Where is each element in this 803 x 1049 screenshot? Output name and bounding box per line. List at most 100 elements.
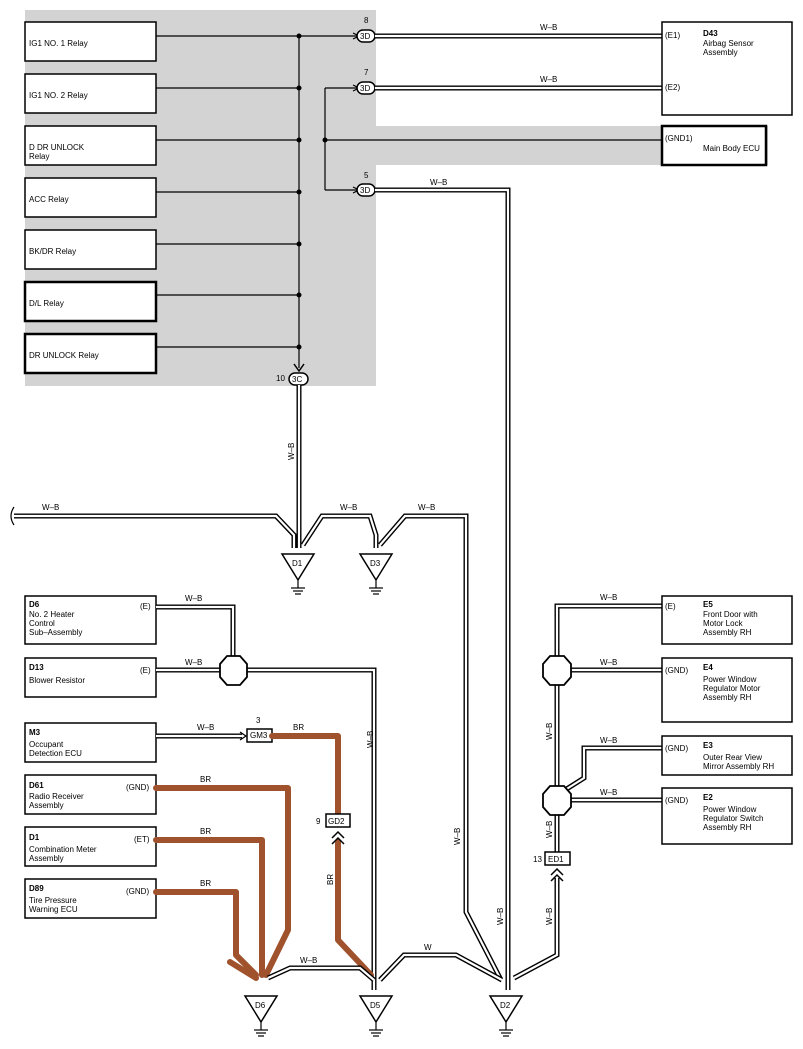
- wire-d3-right: W–B W–B: [378, 503, 503, 980]
- wire-brown-set: BR BR BR BR BR: [153, 723, 374, 981]
- svg-text:Power Window: Power Window: [703, 675, 757, 684]
- svg-text:8: 8: [364, 16, 369, 25]
- svg-text:(E1): (E1): [665, 31, 680, 40]
- svg-text:(GND): (GND): [665, 796, 688, 805]
- svg-text:(GND): (GND): [665, 744, 688, 753]
- svg-text:DR UNLOCK Relay: DR UNLOCK Relay: [29, 351, 99, 360]
- svg-text:Outer Rear View: Outer Rear View: [703, 753, 762, 762]
- wire-right-e4: W–B: [571, 658, 662, 673]
- ground-d3: D3: [358, 553, 394, 595]
- svg-text:(E2): (E2): [665, 83, 680, 92]
- svg-text:Assembly: Assembly: [29, 854, 64, 863]
- ground-d2: D2: [488, 995, 524, 1037]
- svg-text:Front Door with: Front Door with: [703, 610, 758, 619]
- svg-text:Power Window: Power Window: [703, 805, 757, 814]
- svg-text:E3: E3: [703, 741, 713, 750]
- svg-text:Assembly RH: Assembly RH: [703, 823, 752, 832]
- wire-d6-splice: W–B: [156, 594, 236, 662]
- svg-text:Detection ECU: Detection ECU: [29, 749, 82, 758]
- svg-text:Airbag Sensor: Airbag Sensor: [703, 39, 754, 48]
- svg-text:(E): (E): [665, 602, 676, 611]
- svg-text:D43: D43: [703, 29, 718, 38]
- svg-text:13: 13: [533, 855, 542, 864]
- svg-text:W–B: W–B: [540, 75, 557, 84]
- svg-text:W–B: W–B: [600, 788, 617, 797]
- svg-text:D1: D1: [29, 833, 40, 842]
- svg-text:D3: D3: [370, 559, 381, 568]
- svg-text:Sub–Assembly: Sub–Assembly: [29, 628, 82, 637]
- component-d89: D89 Tire Pressure Warning ECU (GND): [24, 878, 157, 919]
- wire-3d8-d43: W–B: [375, 23, 662, 39]
- wire-m3-gm3: W–B: [156, 723, 248, 741]
- relay-bk-dr: BK/DR Relay: [24, 229, 157, 270]
- svg-text:W–B: W–B: [540, 23, 557, 32]
- svg-text:W–B: W–B: [185, 658, 202, 667]
- svg-text:W–B: W–B: [418, 503, 435, 512]
- component-e3: (GND) E3 Outer Rear View Mirror Assembly…: [661, 735, 793, 776]
- svg-text:W–B: W–B: [185, 594, 202, 603]
- svg-text:ED1: ED1: [548, 855, 564, 864]
- svg-text:3: 3: [256, 716, 261, 725]
- svg-text:D6: D6: [29, 600, 40, 609]
- svg-text:BK/DR Relay: BK/DR Relay: [29, 247, 76, 256]
- svg-text:W: W: [424, 943, 432, 952]
- svg-text:Mirror Assembly RH: Mirror Assembly RH: [703, 762, 774, 771]
- wire-ed1-d2: W–B: [512, 878, 560, 981]
- connector-3d-5: 5 3D: [356, 171, 376, 197]
- svg-text:10: 10: [276, 374, 285, 383]
- svg-text:Regulator Switch: Regulator Switch: [703, 814, 763, 823]
- svg-text:Warning ECU: Warning ECU: [29, 905, 78, 914]
- splice-right-lower: [542, 785, 572, 816]
- svg-text:Assembly: Assembly: [29, 801, 64, 810]
- svg-text:Radio Receiver: Radio Receiver: [29, 792, 84, 801]
- svg-text:7: 7: [364, 68, 369, 77]
- svg-text:W–B: W–B: [366, 731, 375, 748]
- svg-text:(E): (E): [140, 666, 151, 675]
- component-m3: M3 Occupant Detection ECU: [24, 722, 157, 763]
- component-d13: D13 Blower Resistor (E): [24, 657, 157, 698]
- svg-text:IG1 NO. 2 Relay: IG1 NO. 2 Relay: [29, 91, 88, 100]
- svg-text:9: 9: [316, 817, 321, 826]
- relay-acc: ACC Relay: [24, 177, 157, 218]
- svg-text:IG1 NO. 1 Relay: IG1 NO. 1 Relay: [29, 39, 88, 48]
- svg-text:Motor Lock: Motor Lock: [703, 619, 744, 628]
- component-e4: (GND) E4 Power Window Regulator Motor As…: [661, 657, 793, 723]
- svg-text:3D: 3D: [360, 84, 370, 93]
- svg-text:(GND): (GND): [126, 783, 149, 792]
- svg-text:D6: D6: [255, 1001, 266, 1010]
- svg-text:W–B: W–B: [545, 821, 554, 838]
- svg-text:D5: D5: [370, 1001, 381, 1010]
- svg-text:BR: BR: [293, 723, 304, 732]
- ground-d1: D1: [280, 553, 316, 595]
- svg-text:D DR UNLOCK: D DR UNLOCK: [29, 143, 85, 152]
- svg-text:E5: E5: [703, 600, 713, 609]
- connector-ed1: 13 ED1: [533, 851, 571, 882]
- svg-text:(ET): (ET): [134, 835, 150, 844]
- svg-text:GD2: GD2: [328, 817, 345, 826]
- svg-text:BR: BR: [200, 879, 211, 888]
- component-e2: (GND) E2 Power Window Regulator Switch A…: [661, 787, 793, 845]
- splice-left: [219, 655, 248, 686]
- svg-text:3D: 3D: [360, 186, 370, 195]
- wire-right-e2: W–B: [571, 788, 662, 803]
- svg-text:3D: 3D: [360, 32, 370, 41]
- connector-3d-7: 7 3D: [356, 68, 376, 95]
- wire-left-d1: W–B: [10, 503, 297, 548]
- svg-text:Assembly RH: Assembly RH: [703, 693, 752, 702]
- svg-text:5: 5: [364, 171, 369, 180]
- svg-text:(GND): (GND): [665, 666, 688, 675]
- svg-text:ACC Relay: ACC Relay: [29, 195, 69, 204]
- svg-text:Blower Resistor: Blower Resistor: [29, 676, 85, 685]
- component-d61: D61 Radio Receiver Assembly (GND): [24, 774, 157, 815]
- wire-d6-d5: W–B: [266, 956, 376, 982]
- component-d43: (E1) (E2) D43 Airbag Sensor Assembly: [661, 21, 793, 116]
- wire-3c-d1: W–B: [287, 385, 302, 548]
- svg-text:W–B: W–B: [545, 723, 554, 740]
- wire-d5-d2: W: [378, 943, 504, 983]
- svg-text:Occupant: Occupant: [29, 740, 64, 749]
- splice-right-upper: [542, 655, 572, 686]
- component-main-body-ecu: (GND1) Main Body ECU: [660, 124, 768, 167]
- wire-3d7-d43: W–B: [375, 75, 662, 91]
- component-d6: D6 No. 2 Heater Control Sub–Assembly (E): [24, 595, 157, 645]
